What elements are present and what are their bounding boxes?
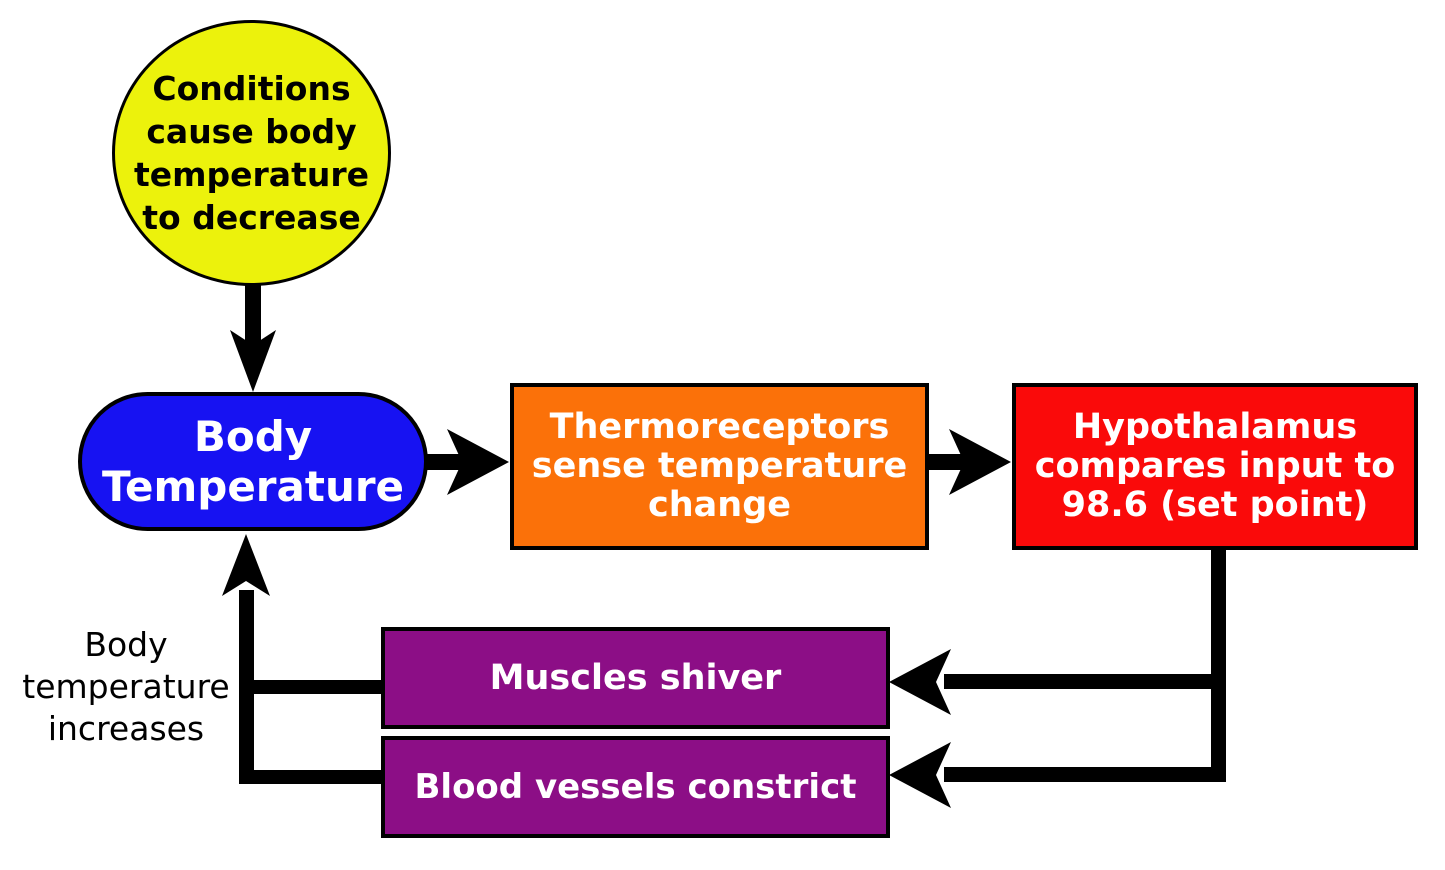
- body-temperature-line: Temperature: [101, 461, 405, 511]
- thermoreceptors-line: Thermoreceptors: [549, 407, 890, 447]
- arrow-feedback-to-body-temperature: [222, 534, 382, 784]
- thermoreceptors-node: Thermoreceptors sense temperature change: [510, 383, 929, 550]
- feedback-label: Body temperature increases: [15, 624, 237, 750]
- hypothalamus-line: Hypothalamus: [1072, 407, 1358, 447]
- arrow-body-temperature-to-thermoreceptors: [422, 429, 509, 495]
- feedback-label-line: increases: [47, 709, 205, 748]
- blood-vessels-label: Blood vessels constrict: [414, 767, 857, 807]
- hypothalamus-node: Hypothalamus compares input to 98.6 (set…: [1012, 383, 1418, 550]
- thermoreceptors-line: change: [648, 485, 791, 525]
- stimulus-line: Conditions: [152, 69, 351, 108]
- arrow-hypothalamus-to-blood-vessels: [889, 742, 1226, 808]
- stimulus-node: Conditions cause body temperature to dec…: [112, 20, 391, 286]
- arrow-thermoreceptors-to-hypothalamus: [924, 429, 1011, 495]
- arrow-stimulus-to-body-temperature: [230, 276, 276, 392]
- arrow-hypothalamus-to-muscles: [889, 649, 1226, 715]
- stimulus-line: to decrease: [142, 198, 361, 237]
- feedback-label-line: temperature: [22, 667, 230, 706]
- stimulus-line: cause body: [146, 112, 357, 151]
- blood-vessels-node: Blood vessels constrict: [381, 736, 890, 838]
- body-temperature-line: Body: [193, 411, 313, 461]
- line-hypothalamus-down: [1211, 548, 1226, 782]
- hypothalamus-line: compares input to: [1034, 446, 1396, 486]
- stimulus-line: temperature: [133, 155, 369, 194]
- hypothalamus-line: 98.6 (set point): [1061, 485, 1369, 525]
- feedback-label-line: Body: [84, 625, 168, 664]
- muscles-shiver-label: Muscles shiver: [489, 658, 782, 698]
- thermoreceptors-line: sense temperature: [531, 446, 908, 486]
- muscles-shiver-node: Muscles shiver: [381, 627, 890, 729]
- body-temperature-node: Body Temperature: [78, 392, 428, 531]
